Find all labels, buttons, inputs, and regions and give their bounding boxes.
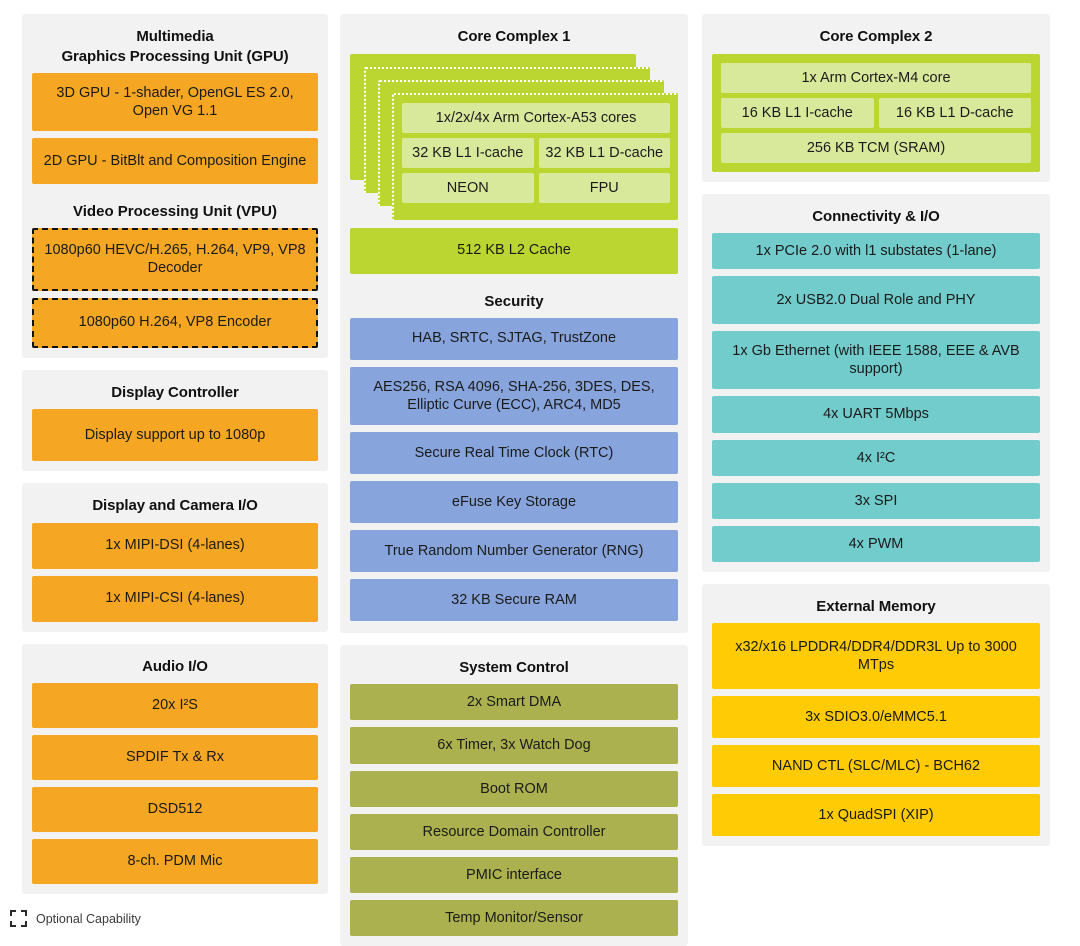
block-security-rng: True Random Number Generator (RNG) [350,529,678,572]
block-pmic-interface: PMIC interface [350,856,678,893]
subtitle-security: Security [484,292,544,310]
cell-neon: NEON [402,172,534,203]
block-security-secure-ram: 32 KB Secure RAM [350,578,678,621]
cc2-row-tcm: 256 KB TCM (SRAM) [721,132,1031,163]
block-quadspi: 1x QuadSPI (XIP) [712,794,1040,837]
block-2d-gpu: 2D GPU - BitBlt and Composition Engine [32,138,318,185]
block-temp-monitor: Temp Monitor/Sensor [350,899,678,936]
middle-column: Core Complex 1 1x/2x/4x Arm Cortex-A53 c… [340,14,688,946]
block-security-rtc: Secure Real Time Clock (RTC) [350,431,678,474]
block-sdio-emmc: 3x SDIO3.0/eMMC5.1 [712,696,1040,739]
panel-display-camera-io: Display and Camera I/O 1x MIPI-DSI (4-la… [22,483,328,632]
block-display-support: Display support up to 1080p [32,409,318,461]
block-pdm-mic: 8-ch. PDM Mic [32,839,318,884]
panel-core-complex-1: Core Complex 1 1x/2x/4x Arm Cortex-A53 c… [340,14,688,633]
panel-title-connectivity-io: Connectivity & I/O [812,207,940,225]
block-smart-dma: 2x Smart DMA [350,684,678,721]
block-dsd512: DSD512 [32,787,318,832]
core-row-l1: 32 KB L1 I-cache 32 KB L1 D-cache [402,137,670,168]
block-security-hab: HAB, SRTC, SJTAG, TrustZone [350,317,678,360]
panel-title-display-controller: Display Controller [111,383,239,401]
block-security-crypto: AES256, RSA 4096, SHA-256, 3DES, DES, El… [350,366,678,425]
block-pwm: 4x PWM [712,525,1040,562]
block-timer-watchdog: 6x Timer, 3x Watch Dog [350,727,678,764]
block-boot-rom: Boot ROM [350,770,678,807]
block-gb-ethernet: 1x Gb Ethernet (with IEEE 1588, EEE & AV… [712,331,1040,390]
cell-a53-cores: 1x/2x/4x Arm Cortex-A53 cores [402,102,670,133]
cc2-row-l1: 16 KB L1 I-cache 16 KB L1 D-cache [721,97,1031,128]
core-row-cores: 1x/2x/4x Arm Cortex-A53 cores [402,102,670,133]
panel-system-control: System Control 2x Smart DMA 6x Timer, 3x… [340,644,688,946]
cell-tcm-sram: 256 KB TCM (SRAM) [721,132,1031,163]
cc2-row-core: 1x Arm Cortex-M4 core [721,62,1031,93]
panel-title-audio-io: Audio I/O [142,657,208,675]
block-i2s: 20x I²S [32,683,318,728]
block-mipi-dsi: 1x MIPI-DSI (4-lanes) [32,522,318,569]
block-security-efuse: eFuse Key Storage [350,480,678,523]
block-lpddr4: x32/x16 LPDDR4/DDR4/DDR3L Up to 3000 MTp… [712,623,1040,690]
core-row-neon-fpu: NEON FPU [402,172,670,203]
right-column: Core Complex 2 1x Arm Cortex-M4 core 16 … [702,14,1050,847]
core-complex-2-card: 1x Arm Cortex-M4 core 16 KB L1 I-cache 1… [712,53,1040,172]
panel-audio-io: Audio I/O 20x I²S SPDIF Tx & Rx DSD512 8… [22,643,328,894]
panel-title-core-complex-2: Core Complex 2 [819,28,933,45]
cell-fpu: FPU [538,172,670,203]
block-l2-cache: 512 KB L2 Cache [350,227,678,274]
panel-connectivity-io: Connectivity & I/O 1x PCIe 2.0 with l1 s… [702,193,1050,572]
multimedia-title-line2: Graphics Processing Unit (GPU) [61,47,289,65]
block-video-encoder: 1080p60 H.264, VP8 Encoder [32,297,318,348]
panel-core-complex-2: Core Complex 2 1x Arm Cortex-M4 core 16 … [702,14,1050,182]
cell-m4-l1-icache: 16 KB L1 I-cache [721,97,874,128]
legend: Optional Capability [10,910,141,927]
subtitle-vpu: Video Processing Unit (VPU) [73,203,277,221]
core-complex-1-stack: 1x/2x/4x Arm Cortex-A53 cores 32 KB L1 I… [350,53,678,220]
block-spi: 3x SPI [712,482,1040,519]
panel-title-system-control: System Control [459,658,569,676]
cell-l1-dcache: 32 KB L1 D-cache [538,137,670,168]
left-column: Multimedia Graphics Processing Unit (GPU… [22,14,328,894]
block-spdif: SPDIF Tx & Rx [32,735,318,780]
panel-title-core-complex-1: Core Complex 1 [457,28,571,45]
panel-title-multimedia: Multimedia Graphics Processing Unit (GPU… [32,22,318,73]
block-mipi-csi: 1x MIPI-CSI (4-lanes) [32,575,318,622]
core-card-layer-front: 1x/2x/4x Arm Cortex-A53 cores 32 KB L1 I… [392,92,678,220]
legend-label: Optional Capability [36,911,141,926]
multimedia-title-line1: Multimedia [136,28,214,45]
block-video-decoder: 1080p60 HEVC/H.265, H.264, VP9, VP8 Deco… [32,228,318,291]
panel-title-external-memory: External Memory [816,597,936,615]
block-pcie: 1x PCIe 2.0 with l1 substates (1-lane) [712,233,1040,270]
panel-title-display-camera-io: Display and Camera I/O [92,497,258,514]
block-i2c: 4x I²C [712,439,1040,476]
cell-m4-l1-dcache: 16 KB L1 D-cache [878,97,1031,128]
cell-l1-icache: 32 KB L1 I-cache [402,137,534,168]
block-nand-ctl: NAND CTL (SLC/MLC) - BCH62 [712,745,1040,788]
block-3d-gpu: 3D GPU - 1-shader, OpenGL ES 2.0, Open V… [32,73,318,132]
block-usb2: 2x USB2.0 Dual Role and PHY [712,276,1040,325]
dashed-box-icon [10,910,27,927]
panel-multimedia: Multimedia Graphics Processing Unit (GPU… [22,14,328,358]
panel-display-controller: Display Controller Display support up to… [22,369,328,471]
panel-external-memory: External Memory x32/x16 LPDDR4/DDR4/DDR3… [702,583,1050,847]
cell-cortex-m4: 1x Arm Cortex-M4 core [721,62,1031,93]
block-uart: 4x UART 5Mbps [712,396,1040,433]
block-resource-domain-controller: Resource Domain Controller [350,813,678,850]
